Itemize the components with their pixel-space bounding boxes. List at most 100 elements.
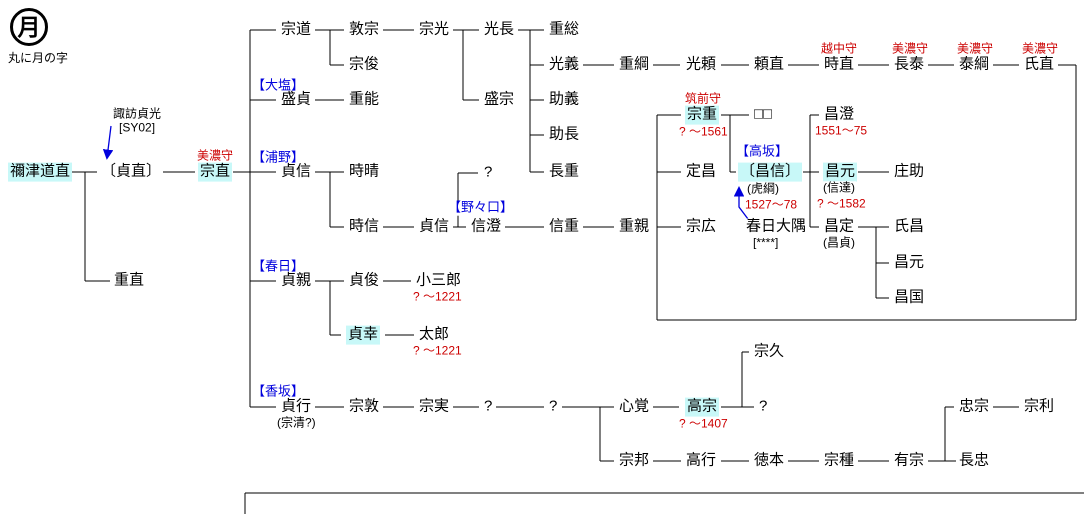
adoption-arrow-sadanao bbox=[102, 125, 114, 160]
person-sadanao: 〔貞直〕 bbox=[100, 162, 163, 181]
person-muneshige: 宗重 bbox=[685, 105, 720, 125]
person-tokumoto: 徳本 bbox=[753, 451, 786, 470]
date-masazumi: 1551～75 bbox=[814, 123, 869, 138]
person-masamoto: 昌元 bbox=[823, 162, 858, 182]
person-nagashige: 長重 bbox=[548, 162, 581, 181]
person-kosaburo: 小三郎 bbox=[415, 271, 463, 290]
person-morimune: 盛宗 bbox=[483, 90, 516, 109]
person-munetane: 宗種 bbox=[823, 451, 856, 470]
label-kasuga: 【春日】 bbox=[252, 258, 305, 275]
person-yasutsuna: 泰綱 bbox=[958, 55, 991, 74]
person-muneatsu: 宗敦 bbox=[348, 397, 381, 416]
person-tokinobu: 時信 bbox=[348, 217, 381, 236]
label-nonoguchi: 【野々口】 bbox=[448, 199, 514, 216]
person-mitsuyoshi: 光義 bbox=[548, 55, 581, 74]
label-takasaka: 【高坂】 bbox=[736, 143, 789, 160]
person-shinkaku: 心覚 bbox=[618, 397, 651, 416]
person-shigechika: 重親 bbox=[618, 217, 651, 236]
person-arimune: 有宗 bbox=[893, 451, 926, 470]
title-mino-nagayasu: 美濃守 bbox=[891, 41, 930, 56]
date-taro: ? ～1221 bbox=[412, 343, 463, 358]
person-shigenao: 重直 bbox=[113, 271, 146, 290]
person-mitsunaga: 光長 bbox=[483, 20, 516, 39]
person-munekuni: 宗邦 bbox=[618, 451, 651, 470]
person-munenao: 宗直 bbox=[198, 162, 233, 182]
person-masanobu: 〔昌信〕 bbox=[738, 162, 803, 182]
person-yorinao: 頼直 bbox=[753, 55, 786, 74]
person-masakuni: 昌国 bbox=[893, 288, 926, 307]
crest-moon-glyph: 月 bbox=[17, 14, 41, 40]
note-masasada: (昌貞) bbox=[822, 235, 856, 250]
person-masasada: 昌定 bbox=[823, 217, 856, 236]
person-unknown3: ? bbox=[758, 397, 769, 416]
person-sadamasa: 定昌 bbox=[685, 162, 718, 181]
person-sukeyoshi: 助義 bbox=[548, 90, 581, 109]
note-suwa-sadamitsu: 諏訪貞光 bbox=[112, 106, 163, 121]
person-ujimasa: 氏昌 bbox=[893, 217, 926, 236]
person-munehisa: 宗久 bbox=[753, 342, 786, 361]
person-munetoshi: 宗俊 bbox=[348, 55, 381, 74]
person-nobuzumi: 信澄 bbox=[470, 217, 503, 236]
person-sadanobu2: 貞信 bbox=[418, 217, 451, 236]
person-unknown4: ? bbox=[483, 397, 494, 416]
crest-circle-icon: 月 bbox=[10, 8, 48, 46]
note-nobumichi: (信達) bbox=[822, 180, 856, 195]
person-atsumune: 敦宗 bbox=[348, 20, 381, 39]
person-ujinao: 氏直 bbox=[1023, 55, 1056, 74]
person-kasuga-osumi: 春日大隅 bbox=[745, 217, 808, 236]
title-mino-munenao: 美濃守 bbox=[196, 148, 235, 163]
person-shosuke: 庄助 bbox=[893, 162, 926, 181]
person-shigeyoshi: 重能 bbox=[348, 90, 381, 109]
title-etchu: 越中守 bbox=[820, 41, 859, 56]
person-takamune: 高宗 bbox=[685, 397, 720, 417]
person-shigetsuna: 重綱 bbox=[618, 55, 651, 74]
note-toratsuna: (虎綱) bbox=[746, 181, 780, 196]
date-muneshige: ? ～1561 bbox=[678, 124, 729, 139]
title-mino-yasutsuna: 美濃守 bbox=[956, 41, 995, 56]
person-masazumi: 昌澄 bbox=[823, 105, 856, 124]
adoption-arrow-masanobu bbox=[733, 186, 749, 220]
person-nezu-michinao: 禰津道直 bbox=[8, 162, 73, 182]
person-unknown2: ? bbox=[548, 397, 559, 416]
date-masamoto: ? ～1582 bbox=[816, 196, 867, 211]
person-sadachika: 貞親 bbox=[280, 271, 313, 290]
title-chikuzen: 筑前守 bbox=[684, 91, 723, 106]
note-munekiyo: (宗清?) bbox=[276, 415, 317, 430]
title-mino-ujinao: 美濃守 bbox=[1021, 41, 1060, 56]
person-sadayuki-kasuga: 貞幸 bbox=[346, 325, 381, 345]
person-munetoshi2: 宗利 bbox=[1023, 397, 1056, 416]
person-sadatoshi: 貞俊 bbox=[348, 271, 381, 290]
person-nagayasu: 長泰 bbox=[893, 55, 926, 74]
person-nagatada: 長忠 bbox=[958, 451, 991, 470]
person-takayuki: 高行 bbox=[685, 451, 718, 470]
person-munemitsu: 宗光 bbox=[418, 20, 451, 39]
label-urano: 【浦野】 bbox=[252, 149, 305, 166]
person-masamoto2: 昌元 bbox=[893, 253, 926, 272]
person-morisada: 盛貞 bbox=[280, 90, 313, 109]
person-tokinao: 時直 bbox=[823, 55, 856, 74]
person-munehiro: 宗広 bbox=[685, 217, 718, 236]
clan-crest: 月 丸に月の字 bbox=[8, 8, 68, 65]
person-tadamune: 忠宗 bbox=[958, 397, 991, 416]
label-kosaka: 【香坂】 bbox=[252, 383, 305, 400]
crest-caption: 丸に月の字 bbox=[8, 51, 69, 65]
date-kosaburo: ? ～1221 bbox=[412, 289, 463, 304]
person-nobushige: 信重 bbox=[548, 217, 581, 236]
person-unnamed: □□ bbox=[753, 105, 774, 124]
date-masanobu: 1527～78 bbox=[744, 197, 799, 212]
person-mitsuyori: 光頼 bbox=[685, 55, 718, 74]
person-munezane: 宗実 bbox=[418, 397, 451, 416]
note-kasuga-ref: [****] bbox=[752, 235, 780, 250]
person-tokiharu: 時晴 bbox=[348, 162, 381, 181]
person-sukenaga: 助長 bbox=[548, 125, 581, 144]
person-munemichi: 宗道 bbox=[280, 20, 313, 39]
label-oshio: 【大塩】 bbox=[252, 77, 305, 94]
person-taro: 太郎 bbox=[418, 325, 451, 344]
person-shigefusa: 重総 bbox=[548, 20, 581, 39]
date-takamune: ? ～1407 bbox=[678, 416, 729, 431]
person-sadayuki: 貞行 bbox=[280, 397, 313, 416]
note-suwa-ref: [SY02] bbox=[118, 120, 157, 135]
person-unknown1: ? bbox=[483, 163, 494, 182]
